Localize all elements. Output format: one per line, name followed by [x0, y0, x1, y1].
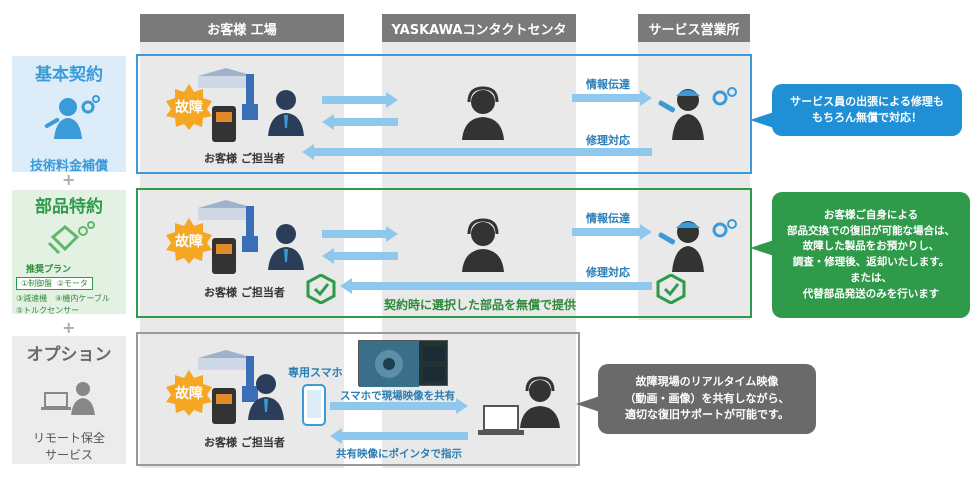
parts-bubble-line-1: お客様ご自身による	[823, 208, 919, 221]
option-bubble: 故障現場のリアルタイム映像 （動画・画像）を共有しながら、 適切な復旧サポートが…	[598, 364, 816, 434]
option-bubble-line-1: 故障現場のリアルタイム映像	[635, 375, 779, 389]
basic-bubble: サービス員の出張による修理も もちろん無償で対応！	[772, 84, 962, 136]
repair-response-label-2: 修理対応	[586, 266, 630, 279]
share-video-label: スマホで現場映像を共有	[340, 390, 456, 402]
parts-bubble-line-3: 故障した製品をお預かりし、	[802, 240, 940, 253]
customer-person-icon	[266, 88, 306, 140]
repairman-icon	[44, 95, 100, 139]
column-header-yaskawa-label: YASKAWAコンタクトセンタ	[391, 22, 567, 38]
plan-line1: ①制御盤 ②モータ	[16, 277, 93, 290]
video-thumbnail	[358, 340, 448, 387]
plan-line3: ⑤トルクセンサー	[16, 306, 80, 315]
option-title: オプション	[26, 345, 112, 365]
robot-icon-2	[238, 206, 262, 256]
arrow-long-left-1	[302, 144, 652, 164]
arrow-left-1	[322, 114, 398, 134]
arrow-right-4	[572, 224, 652, 244]
failure-badge-label: 故障	[175, 100, 203, 116]
column-header-customer: お客様 工場	[140, 14, 344, 42]
column-header-service: サービス営業所	[638, 14, 750, 42]
column-header-service-label: サービス営業所	[648, 22, 740, 38]
failure-badge: 故障	[166, 84, 212, 130]
smartphone-label: 専用スマホ	[288, 366, 343, 379]
info-transfer-label-2: 情報伝達	[586, 212, 630, 225]
parts-rider-card	[12, 190, 126, 314]
arrow-left-5	[330, 428, 468, 448]
arrow-right-2	[572, 90, 652, 110]
pointer-label: 共有映像にポインタで指示	[336, 448, 462, 460]
plus-sign-1: +	[62, 170, 76, 189]
option-bubble-line-3: 適切な復旧サポートが可能です。	[625, 408, 789, 422]
plus-sign-2: +	[62, 318, 76, 337]
service-staff-icon-2	[654, 216, 744, 276]
column-header-yaskawa: YASKAWAコンタクトセンタ	[382, 14, 576, 42]
arrow-right-3	[322, 226, 398, 246]
parts-bubble-line-4: 調査・修理後、返却いたします。	[792, 256, 950, 268]
remote-maintenance-icon	[41, 382, 95, 415]
option: オプション リモート保全 サービス	[12, 340, 126, 463]
robot-icon	[238, 74, 262, 124]
parts-rider-title: 部品特約	[35, 197, 103, 217]
parts-bubble-tail	[750, 240, 774, 256]
parts-bubble-line-6: 代替部品発送のみを行います	[802, 287, 940, 300]
operator-icon	[460, 86, 506, 144]
parts-bubble-line-5: または、	[850, 271, 892, 284]
parts-bubble: お客様ご自身による 部品交換での復旧が可能な場合は、 故障した製品をお預かりし、…	[772, 192, 970, 318]
plan-item-2: ②モータ	[56, 279, 88, 288]
option-sub-2: サービス	[44, 448, 93, 462]
parts-free-label: 契約時に選択した部品を無償で提供	[384, 298, 577, 312]
arrow-right-1	[322, 92, 398, 112]
option-card	[12, 336, 126, 464]
plan-box: 推奨プラン ①制御盤 ②モータ ③減速機 ④機内ケーブル ⑤トルクセンサー	[16, 262, 124, 316]
option-bubble-tail	[576, 396, 600, 412]
failure-badge-2-label: 故障	[175, 234, 203, 250]
column-header-customer-label: お客様 工場	[207, 22, 277, 38]
basic-bubble-line-1: サービス員の出張による修理も	[790, 94, 944, 108]
parts-rider: 部品特約	[12, 192, 126, 259]
customer-person-icon-3	[246, 372, 286, 424]
parts-box-icon-left	[306, 273, 336, 308]
customer-person-label-2: お客様 ご担当者	[204, 286, 285, 299]
controller-icon-3	[210, 386, 238, 430]
customer-person-label-3: お客様 ご担当者	[204, 436, 285, 449]
parts-box-icon-right	[656, 273, 686, 308]
factory-icon	[196, 68, 256, 92]
option-bubble-line-2: （動画・画像）を共有しながら、	[624, 391, 790, 405]
operator-icon-3	[518, 376, 562, 432]
parts-bubble-line-2: 部品交換での復旧が可能な場合は、	[787, 224, 955, 237]
failure-badge-2: 故障	[166, 218, 212, 264]
service-staff-icon-1	[654, 84, 744, 144]
repair-response-label-1: 修理対応	[586, 134, 630, 147]
operator-icon-2	[460, 218, 506, 276]
failure-badge-3: 故障	[166, 370, 212, 416]
basic-contract-sub: 技術料金補償	[29, 159, 108, 174]
parts-icon	[47, 221, 95, 255]
plan-item-1: ①制御盤	[21, 279, 53, 288]
basic-bubble-line-2: もちろん無償で対応！	[812, 111, 922, 124]
basic-contract-title: 基本契約	[35, 65, 103, 85]
failure-badge-3-label: 故障	[175, 386, 203, 402]
smartphone-icon	[302, 384, 326, 430]
factory-icon-3	[196, 350, 256, 374]
laptop-icon	[476, 404, 526, 442]
info-transfer-label-1: 情報伝達	[586, 78, 630, 91]
controller-icon-2	[210, 236, 238, 280]
customer-person-icon-2	[266, 222, 306, 274]
plan-title: 推奨プラン	[26, 265, 72, 275]
factory-icon-2	[196, 200, 256, 224]
robot-icon-3	[238, 356, 262, 406]
arrow-left-2	[322, 248, 398, 268]
arrow-long-left-2	[340, 278, 652, 298]
basic-bubble-tail	[750, 112, 774, 128]
basic-contract: 基本契約 技術料金補償	[12, 60, 126, 174]
customer-person-label: お客様 ご担当者	[204, 152, 285, 165]
controller-icon	[210, 104, 238, 148]
arrow-right-5	[330, 398, 468, 418]
plan-line2: ③減速機 ④機内ケーブル	[16, 294, 110, 303]
option-sub-1: リモート保全	[32, 431, 105, 445]
